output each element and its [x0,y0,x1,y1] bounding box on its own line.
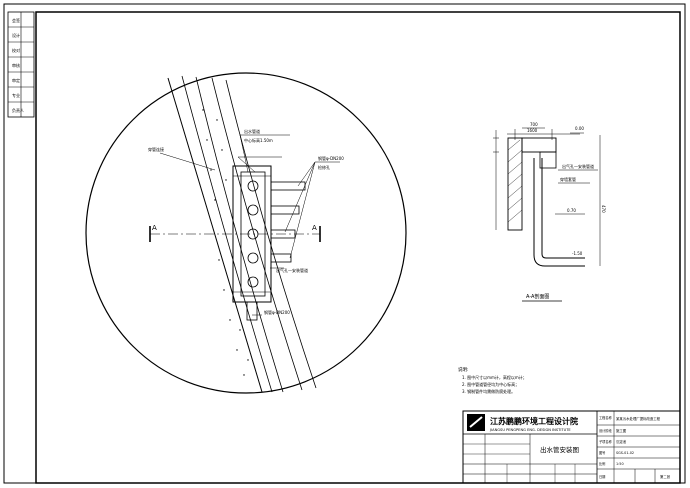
dim-470: 470 [601,205,606,213]
inner-border [35,11,681,484]
field-label-stage: 设计阶段 [599,428,613,433]
margin-text-6: 专业 [12,92,20,98]
label-inspection: 检修孔 [318,164,330,170]
notes-title: 说明: [458,366,469,373]
section-label-air: 出气孔—安装管道 [562,163,594,169]
field-label-sheet: 第二张 [660,474,671,479]
field-value-subitem: 沉淀池 [616,439,627,444]
label-center-elev: 中心标高1.50m [244,137,273,143]
field-label-drawing-no: 图号 [599,450,605,455]
notes: 说明: 1. 图中尺寸以mm计，高程以m计； 2. 图中管道管径均为中心标高； … [458,366,527,394]
field-label-date: 日期 [599,474,605,479]
drawing-title: 出水管安装图 [540,445,579,454]
tank-outline-circle [85,72,407,394]
margin-text-2: 设计 [12,32,20,38]
note-2: 2. 图中管道管径均为中心标高； [462,381,519,387]
wall-arc-inner [225,79,317,389]
section-mark-left: A [152,224,157,232]
section-view: 1600 700 0.00 0.70 -1.50 470 出气孔—安装管道 [493,122,606,302]
label-air-pipe: 出气孔—安装管道 [276,267,308,273]
wall-arc-2 [195,76,284,393]
section-mark-right: A [312,224,317,232]
field-value-scale: 1:50 [616,462,624,466]
dim-1600: 1600 [527,128,538,133]
field-label-scale: 比例 [599,461,605,466]
company-name-cn: 江苏鹏鹏环境工程设计院 [490,416,578,426]
wall-hatch [202,109,249,376]
label-outlet-pipe: 出水管道 [244,128,260,134]
note-3: 3. 钢制管件均需做防腐处理。 [462,388,515,394]
label-bottom-pipe: 钢管φ-DN200 [264,309,290,315]
wall-arc-3 [211,77,303,391]
wall-arc-outer [167,77,263,393]
margin-text-4: 审核 [12,62,20,68]
outlet-pipes [246,181,306,321]
section-pipe [533,158,585,267]
title-block: 江苏鹏鹏环境工程设计院 JIANGSU PENGPENG ENG. DESIGN… [462,410,681,484]
margin-text-7: 负责人 [12,107,24,113]
field-value-project: 某某污水处理厂提标改造工程 [616,416,661,421]
field-label-project: 工程名称 [599,415,613,420]
section-wall-hatch [507,139,523,223]
section-label-sleeve: 穿墙套管 [560,176,576,182]
field-label-subitem: 子项名称 [599,439,613,444]
company-name-en: JIANGSU PENGPENG ENG. DESIGN INSTITUTE [489,428,571,432]
elev-top: 0.00 [575,126,584,131]
field-value-stage: 施工图 [616,428,627,433]
dim-700: 700 [530,122,538,127]
section-wall [507,137,523,231]
elev-150: -1.50 [572,251,583,256]
wall-arc-1 [181,75,273,393]
elev-070: 0.70 [567,208,576,213]
company-logo [467,414,485,431]
note-1: 1. 图中尺寸以mm计，高程以m计； [462,374,527,380]
section-title: A-A剖面图 [526,293,549,300]
margin-text-5: 审定 [12,77,20,83]
plan-view: A A 出水管道 中心标高1.50m 穿管连接 钢管φ-DN200 检修孔 出气… [85,72,407,394]
margin-text-1: 会签 [12,17,20,23]
field-value-drawing-no: SGS-01-02 [616,451,634,455]
left-margin-strip: 会签 设计 校对 审核 审定 专业 负责人 [7,11,35,118]
label-steel-pipe: 钢管φ-DN200 [318,155,344,161]
label-pipe-connection: 穿管连接 [148,146,164,152]
margin-text-3: 校对 [12,47,20,53]
